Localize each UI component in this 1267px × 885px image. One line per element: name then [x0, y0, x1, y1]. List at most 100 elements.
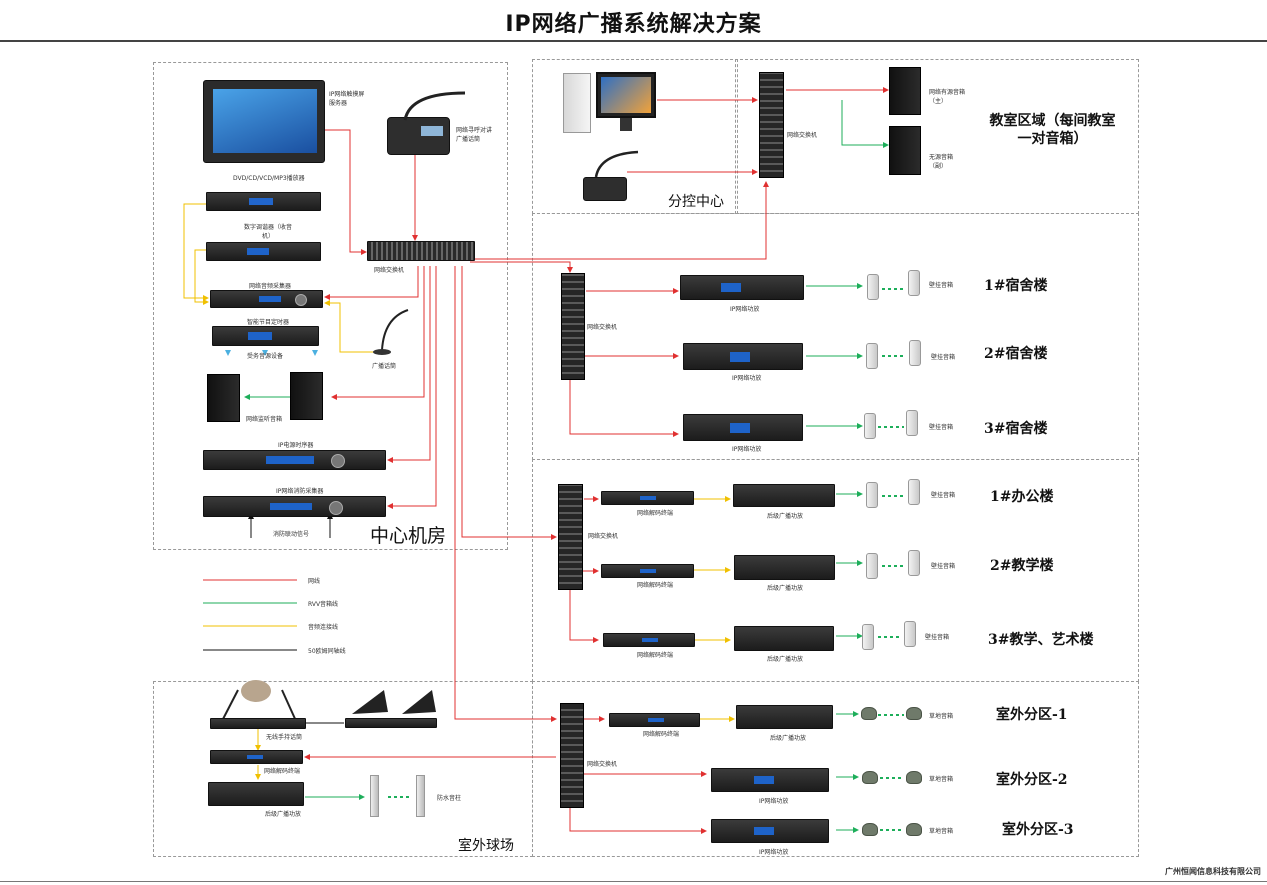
outdoor2-speaker-label: 草地音箱: [929, 776, 954, 783]
office2-decoder-label: 网络解码终端: [637, 582, 674, 589]
office2-title: 2#教学楼: [990, 558, 1054, 574]
outdoor2-amp: [711, 768, 829, 792]
wireless-mic-pair: [241, 680, 271, 702]
classroom-speaker-sub: [889, 126, 921, 175]
sequencer-knob: [331, 454, 345, 468]
office-switch: [558, 484, 583, 590]
office1-decoder-label: 网络解码终端: [637, 510, 674, 517]
zone-center: [153, 62, 508, 550]
dorm1-amp: [680, 275, 804, 300]
stadium-decoder: [210, 750, 303, 764]
dorm1-speaker-a: [867, 274, 879, 300]
dorm2-speaker-label: 壁挂音箱: [931, 354, 956, 361]
company-footer: 广州恒闻信息科技有限公司: [1165, 867, 1261, 876]
fire-signal-label: 消防联动信号: [273, 531, 310, 538]
outdoor-switch: [560, 703, 584, 808]
dorm2-speaker-b: [909, 340, 921, 366]
collector-display: [259, 295, 281, 303]
column-label: 防水音柱: [437, 795, 462, 802]
sub-pc-stand: [620, 118, 632, 131]
dorm1-title: 1#宿舍楼: [984, 278, 1048, 294]
outdoor1-title: 室外分区-1: [996, 707, 1068, 723]
zone-outdoor-title: 室外球场: [458, 838, 514, 854]
office1-amp-label: 后级广播功放: [767, 513, 804, 520]
paging-console: [387, 117, 450, 155]
legend-coax: 50欧姆同轴线: [308, 648, 346, 655]
office3-decoder-display: [642, 637, 658, 643]
legend-network: 网线: [308, 578, 321, 585]
touch-screen-server: [203, 80, 325, 163]
dorm3-speaker-a: [864, 413, 876, 439]
page-title: IP网络广播系统解决方案: [505, 12, 762, 37]
dorm1-amp-display: [721, 282, 741, 293]
dorm3-speaker-b: [906, 410, 918, 436]
outdoor3-amp-label: IP网络功放: [759, 849, 789, 856]
sub-pc-tower: [563, 73, 591, 133]
collector-knob: [295, 294, 307, 306]
outdoor3-amp-display: [754, 826, 774, 836]
monitor-speaker-right: [290, 372, 323, 420]
center-switch: [367, 241, 475, 261]
classroom-speaker-main: [889, 67, 921, 115]
zone-center-title: 中心机房: [370, 525, 447, 547]
outdoor3-amp: [711, 819, 829, 843]
sub-pc-screen: [601, 77, 651, 113]
touch-screen-display: [213, 89, 317, 153]
program-timer: [212, 326, 319, 346]
outdoor1-speaker-b: [906, 707, 922, 720]
outdoor2-speaker-b: [906, 771, 922, 784]
column-speaker-a: [370, 775, 379, 817]
office1-decoder: [601, 491, 694, 505]
legend-rvv: RVV音箱线: [308, 601, 339, 608]
timer-label: 智能节目定时器: [247, 319, 290, 326]
office2-speaker-label: 壁挂音箱: [931, 563, 956, 570]
legend-audio: 音频连接线: [308, 624, 339, 631]
stadium-decoder-label: 网络解码终端: [264, 768, 301, 775]
dorm-switch: [561, 273, 585, 380]
dorm2-title: 2#宿舍楼: [984, 346, 1048, 362]
column-speaker-b: [416, 775, 425, 817]
dorm3-amp: [683, 414, 803, 441]
office3-amp: [734, 626, 834, 651]
title-divider: [0, 40, 1267, 42]
wireless-receiver: [210, 718, 306, 729]
sub-console: [583, 177, 627, 201]
office3-speaker-a: [862, 624, 874, 650]
wireless-antennas: [221, 689, 297, 722]
office1-speaker-label: 壁挂音箱: [931, 492, 956, 499]
outdoor1-speaker-label: 草地音箱: [929, 713, 954, 720]
sequencer-label: IP电源时序器: [278, 442, 314, 449]
monitor-label: 网络监听音箱: [246, 416, 283, 423]
sub-console-mic: [594, 150, 639, 178]
sequencer-display: [266, 456, 314, 464]
outdoor2-title: 室外分区-2: [996, 772, 1068, 788]
dorm3-title: 3#宿舍楼: [984, 421, 1048, 437]
stadium-amp: [208, 782, 304, 806]
monitor-speaker-left: [207, 374, 240, 422]
dorm2-amp-label: IP网络功放: [732, 375, 762, 382]
office2-decoder-display: [640, 568, 656, 574]
dorm-switch-label: 网络交换机: [587, 324, 618, 331]
outdoor2-amp-label: IP网络功放: [759, 798, 789, 805]
tuner-display: [247, 248, 269, 255]
dorm1-speaker-b: [908, 270, 920, 296]
outdoor3-speaker-a: [862, 823, 878, 836]
outdoor1-decoder-display: [648, 717, 664, 723]
classroom-switch: [759, 72, 784, 178]
wireless-label: 无线手持话筒: [266, 734, 303, 741]
sub-pc-monitor: [596, 72, 656, 118]
fire-display: [270, 502, 312, 511]
stadium-decoder-display: [247, 754, 263, 760]
outdoor1-decoder: [609, 713, 700, 727]
timer-display: [248, 332, 272, 340]
outdoor-switch-label: 网络交换机: [587, 761, 618, 768]
office2-amp-label: 后级广播功放: [767, 585, 804, 592]
office2-decoder: [601, 564, 694, 578]
office3-decoder: [603, 633, 695, 647]
dvd-label: DVD/CD/VCD/MP3播放器: [233, 175, 305, 182]
touch-server-label: IP网络触摸屏服务器: [329, 91, 365, 107]
office1-amp: [733, 484, 835, 507]
outdoor2-amp-display: [754, 775, 774, 785]
dorm3-amp-label: IP网络功放: [732, 446, 762, 453]
